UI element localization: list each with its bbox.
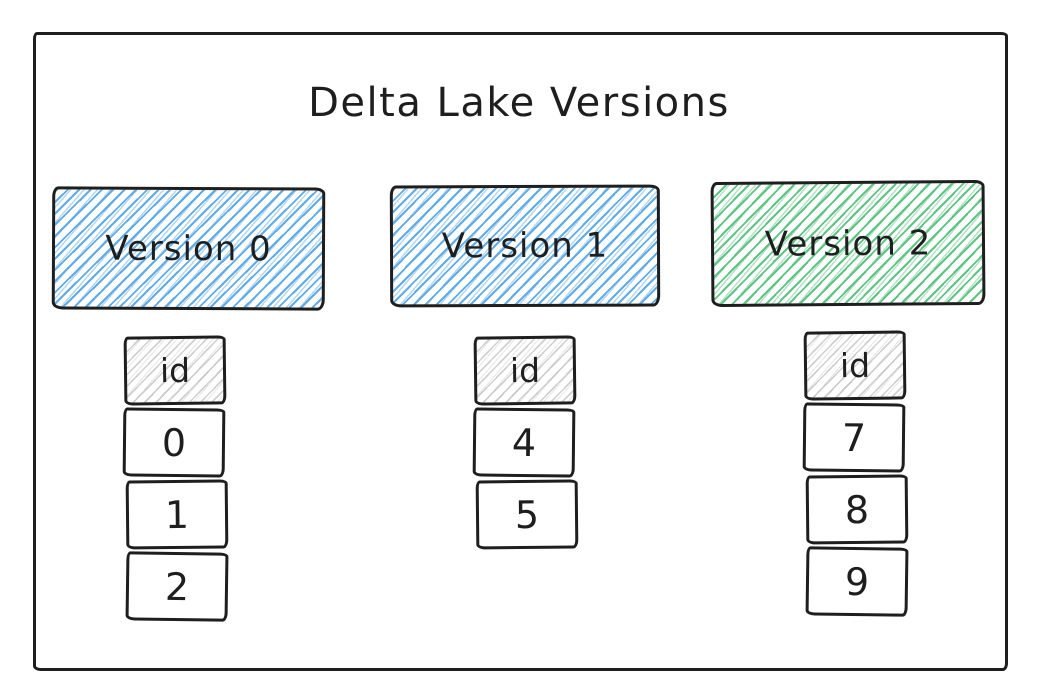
table-cell: 1 — [125, 479, 229, 550]
table-cell: 5 — [475, 479, 579, 550]
version-box-0: Version 0 — [51, 186, 326, 311]
table-cell: 0 — [122, 407, 226, 478]
version-box-1: Version 1 — [389, 184, 661, 308]
id-table-version-1: id 4 5 — [472, 335, 579, 550]
table-cell: 4 — [472, 407, 576, 478]
table-cell: 7 — [802, 402, 906, 473]
version-box-2: Version 2 — [710, 179, 986, 308]
version-0-label: Version 0 — [105, 228, 272, 269]
version-2-label: Version 2 — [764, 222, 932, 265]
table-header-id: id — [473, 335, 577, 406]
version-1-label: Version 1 — [441, 225, 609, 267]
table-cell: 2 — [125, 551, 229, 622]
diagram-frame — [33, 32, 1008, 671]
id-table-version-2: id 7 8 9 — [802, 330, 909, 617]
table-cell: 8 — [805, 474, 909, 545]
diagram-title: Delta Lake Versions — [308, 80, 730, 126]
table-header-id: id — [803, 330, 907, 401]
table-header-id: id — [123, 335, 227, 406]
table-cell: 9 — [805, 546, 909, 617]
id-table-version-0: id 0 1 2 — [122, 335, 229, 622]
